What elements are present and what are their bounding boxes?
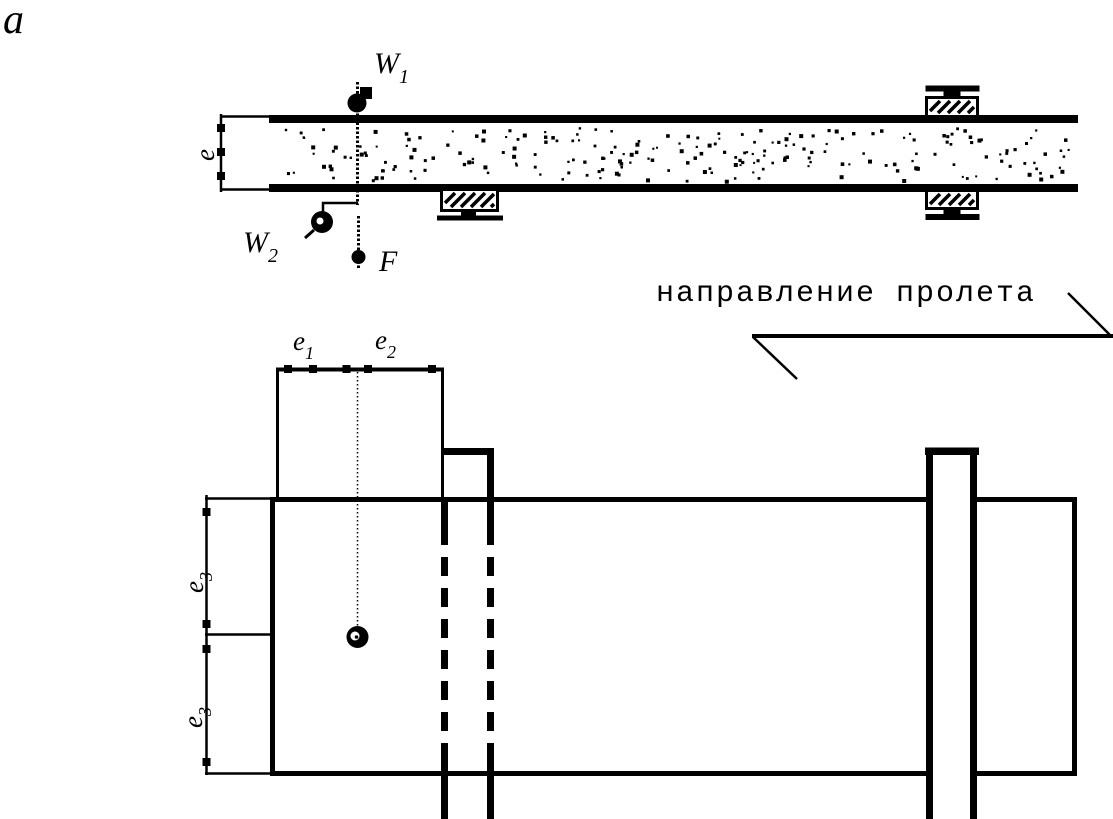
thickness-dim-ticks: [217, 124, 225, 180]
panel-label: a: [3, 0, 24, 43]
span-direction-note: направление пролета: [656, 277, 1113, 379]
span-direction-arrow: [752, 293, 1113, 379]
anchor-w2-symbol: [305, 211, 333, 238]
e2-label: e2: [375, 325, 396, 362]
concrete-texture: [284, 127, 1070, 184]
hatch-pattern: [930, 194, 974, 205]
rib-right: [925, 447, 979, 819]
e3-lower-label: e3: [178, 707, 215, 728]
left-dimension: [202, 495, 275, 775]
support-bottom-left: [437, 190, 503, 221]
hatch-pattern: [930, 101, 974, 113]
anchor-w2-leader: [323, 203, 358, 212]
span-direction-label: направление пролета: [656, 277, 1036, 311]
slab-left-cap: [221, 114, 274, 192]
e1-label: e1: [293, 326, 314, 363]
top-dim-ticks: [284, 365, 436, 373]
thickness-label: e: [190, 149, 220, 161]
support-bottom-right: [926, 191, 980, 220]
w1-label: W1: [374, 47, 409, 88]
section-view: W1 W2 F e: [190, 47, 1078, 278]
force-arrow: [351, 216, 366, 270]
slab-top-edge: [269, 115, 1078, 123]
w2-label: W2: [243, 226, 278, 267]
rib-left: [441, 448, 494, 819]
slab-bottom-edge: [269, 184, 1078, 192]
e3-upper-label: e3: [179, 572, 216, 593]
plan-view: e1 e2 e3 e3: [178, 325, 1077, 819]
anchor-plate-outline: [276, 368, 444, 497]
support-top-right: [926, 85, 980, 117]
anchor-point: [346, 626, 369, 648]
hatch-pattern: [445, 193, 494, 207]
anchor-w1-symbol: [347, 87, 372, 113]
left-dim-ticks: [202, 508, 211, 766]
force-label: F: [378, 245, 398, 278]
slab-plan-outline: [272, 497, 1077, 776]
